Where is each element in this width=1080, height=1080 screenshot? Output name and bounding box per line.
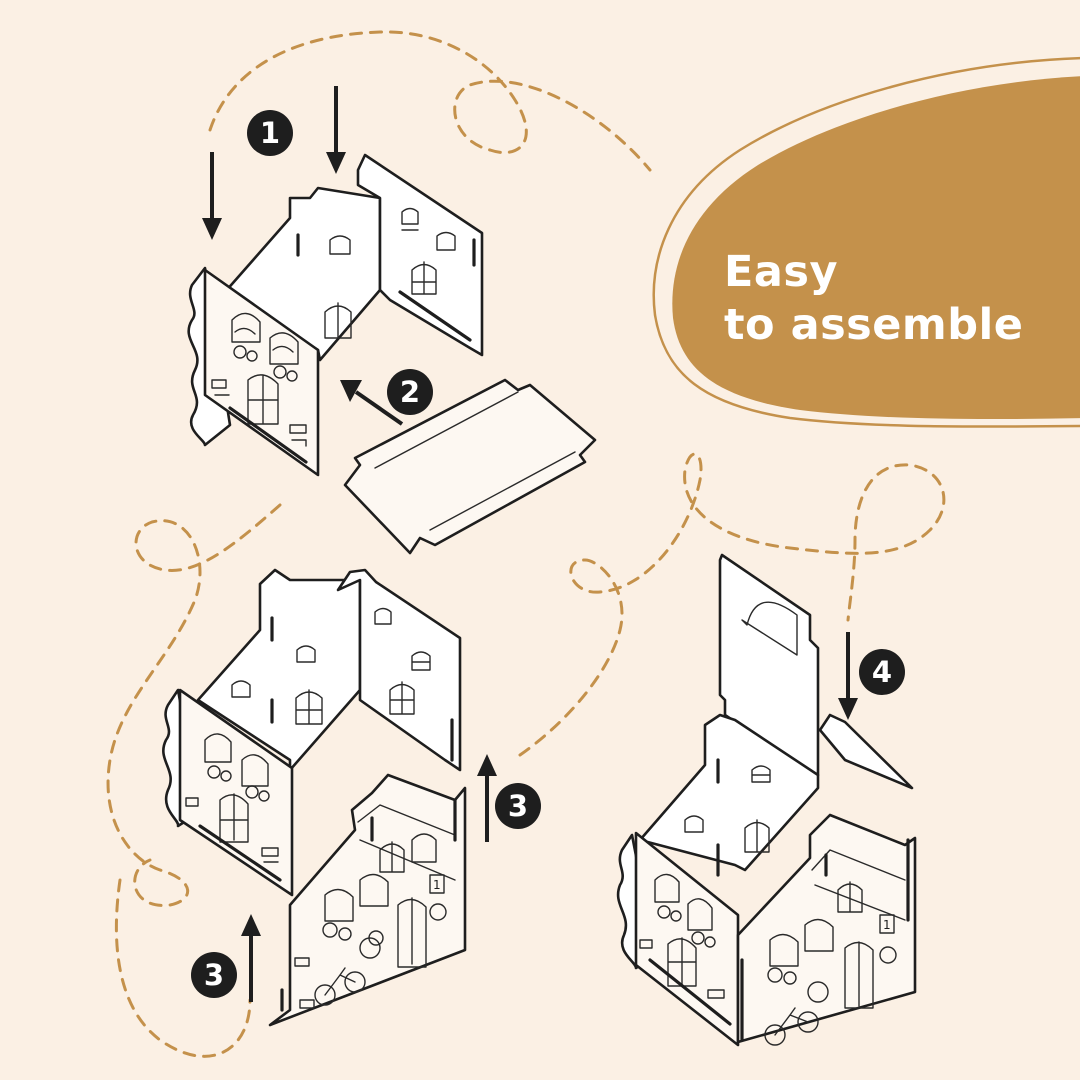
down-arrow-icon — [202, 218, 222, 240]
up-arrow-icon — [241, 914, 261, 936]
step-number: 4 — [872, 655, 892, 689]
step-number: 3 — [508, 789, 528, 823]
front-gable-panel — [736, 813, 917, 1044]
front-wall-panel — [203, 268, 320, 477]
step-4-assembly: 1 — [616, 553, 917, 1047]
headline-blob — [652, 56, 1080, 428]
step-3-arrows — [241, 754, 497, 1002]
floor-panel — [343, 378, 597, 555]
house-number-label: 1 — [883, 918, 891, 932]
up-arrow-icon — [477, 754, 497, 776]
step-badge-2: 2 — [387, 369, 433, 415]
step-badge-1: 1 — [247, 110, 293, 156]
step-1-arrows — [202, 86, 404, 426]
house-number-label: 1 — [433, 878, 441, 892]
down-arrow-icon — [326, 152, 346, 174]
dashed-path-decoration — [106, 30, 946, 1058]
left-up-arrow-icon — [340, 380, 362, 402]
step-4-arrows — [838, 632, 858, 720]
headline-line-1: Easy — [724, 247, 839, 297]
step-number: 2 — [400, 375, 420, 409]
step-3-assembly: 1 — [162, 568, 467, 1027]
back-wall-panel — [356, 153, 484, 357]
step-badge-3a: 3 — [495, 783, 541, 829]
headline: Easy to assemble — [724, 246, 1064, 352]
step-badge-4: 4 — [859, 649, 905, 695]
down-arrow-icon — [838, 698, 858, 720]
front-gable-panel — [268, 773, 467, 1027]
step-1-assembly — [187, 153, 597, 555]
step-number: 3 — [204, 958, 224, 992]
headline-line-2: to assemble — [724, 300, 1024, 350]
step-badge-3b: 3 — [191, 952, 237, 998]
step-number: 1 — [260, 116, 280, 150]
